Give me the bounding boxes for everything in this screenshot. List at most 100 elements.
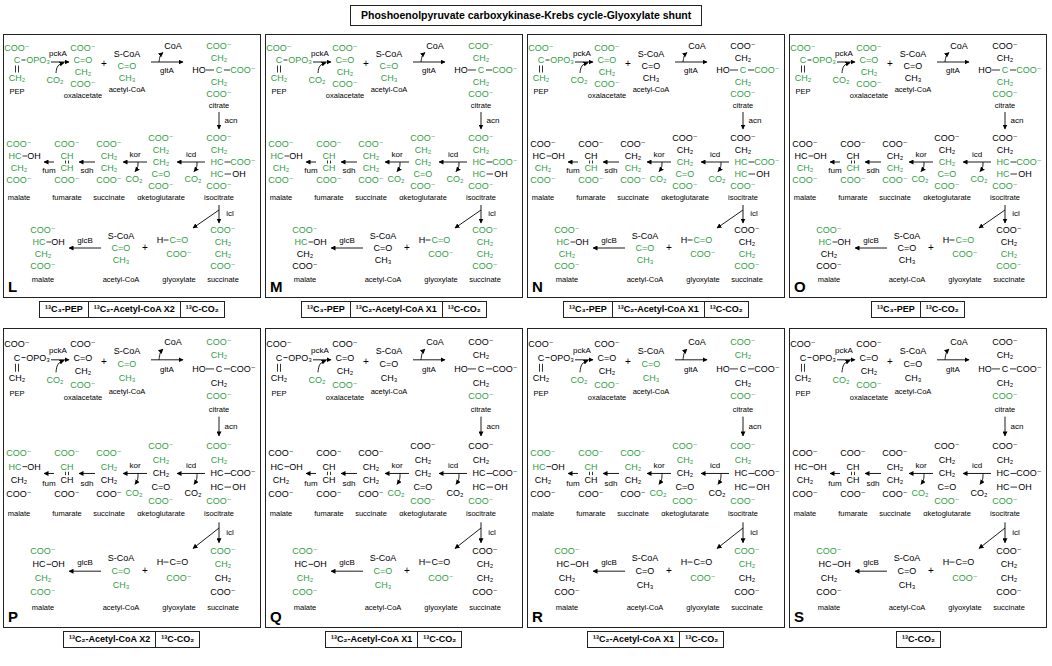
reaction-arrow [318, 361, 326, 373]
atom-label: CH₃ [643, 74, 660, 83]
compound-name: PEP [795, 390, 810, 398]
atom-label: CH [61, 462, 74, 471]
caption-cell: ¹³C₂-Acetyl-CoA X1 [350, 302, 442, 317]
atom-label: C [216, 364, 223, 373]
atom-label: CH₂ [415, 455, 432, 464]
atom-label: COO⁻ [148, 442, 173, 451]
compound-name: glyoxylate [686, 276, 719, 284]
atom-label: CH₂ [735, 378, 752, 387]
atom-label: C=O [898, 244, 917, 253]
compound-name: isocitrate [204, 511, 234, 519]
atom-label: COO⁻ [840, 489, 865, 498]
atom-label: COO⁻ [410, 182, 435, 191]
atom-label: COO⁻ [594, 80, 619, 89]
atom-label: CO₂ [47, 376, 64, 385]
atom-label: OH [27, 462, 41, 471]
atom-label: CH₂ [35, 250, 52, 259]
reaction-arrow [647, 162, 671, 163]
atom-label: COO⁻ [934, 442, 959, 451]
atom-label: COO⁻ [492, 469, 517, 478]
reaction-arrow [341, 473, 357, 474]
compound-name: malate [294, 604, 317, 612]
atom-label: COO⁻ [6, 140, 31, 149]
atom-label: COO⁻ [1016, 469, 1041, 478]
atom-label: COO⁻ [578, 489, 603, 498]
plus-sign: + [101, 357, 107, 367]
bond-line [23, 466, 28, 467]
atom-label: C [1002, 364, 1009, 373]
atom-label: COO⁻ [690, 250, 715, 259]
bond-line [47, 564, 52, 565]
atom-label: CH₂ [887, 164, 904, 173]
reaction-arrow [421, 349, 425, 360]
bond-line [225, 487, 232, 488]
reaction-arrow [980, 162, 983, 172]
atom-label: C=O [118, 360, 137, 369]
atom-label: CH₂ [677, 469, 694, 478]
atom-label: COO⁻ [148, 134, 173, 143]
enzyme-label: icl [750, 210, 758, 218]
atom-label: C=O [336, 56, 355, 65]
enzyme-label: sdh [867, 480, 880, 488]
enzyme-label: fum [42, 480, 55, 488]
reaction-arrow [921, 162, 924, 172]
atom-label: OPO₃ [288, 56, 312, 65]
atom-label: CH₂ [153, 455, 170, 464]
atom-label: COO⁻ [210, 226, 235, 235]
atom-label: CH [585, 164, 598, 173]
atom-label: CH₂ [477, 574, 494, 583]
atom-label: CH₂ [473, 146, 490, 155]
atom-label: CH [847, 476, 860, 485]
enzyme-label: icd [972, 151, 982, 159]
compound-name: fumarate [838, 194, 868, 202]
atom-label: COO⁻ [166, 574, 191, 583]
enzyme-label: acn [225, 423, 238, 431]
bond-line [68, 472, 69, 475]
atom-label: CH₂ [337, 367, 354, 376]
enzyme-label: sdh [81, 480, 94, 488]
atom-label: HC [295, 560, 308, 569]
atom-label: CO₂ [571, 376, 588, 385]
reaction-arrow [69, 571, 101, 572]
reaction-arrow [659, 473, 662, 484]
atom-label: CH₂ [997, 54, 1014, 63]
atom-label: CoA [950, 337, 968, 346]
reaction-arrow [865, 162, 881, 163]
atom-label: C [800, 353, 807, 362]
compound-name: acetyl-CoA [889, 276, 926, 284]
compound-name: fumarate [314, 511, 344, 519]
atom-label: CH₃ [119, 374, 136, 383]
atom-label: COO⁻ [554, 546, 579, 555]
atom-label: HC [735, 483, 748, 492]
compound-name: isocitrate [728, 194, 758, 202]
compound-name: succinate [469, 276, 501, 284]
enzyme-label: fum [828, 167, 841, 175]
caption-cell: ¹³C-CO₂ [417, 632, 461, 647]
compound-name: isocitrate [466, 194, 496, 202]
reaction-arrow [909, 473, 933, 474]
atom-label: CH₂ [997, 378, 1014, 387]
compound-name: malate [8, 194, 31, 202]
compound-name: fumarate [52, 511, 82, 519]
atom-label: CO₂ [388, 488, 405, 497]
enzyme-label: pckA [49, 50, 67, 58]
bond-line [804, 66, 805, 73]
atom-label: C=O [860, 56, 879, 65]
atom-label: COO⁻ [730, 42, 755, 51]
compound-name: citrate [471, 102, 491, 110]
reaction-arrow [937, 359, 969, 360]
reaction-arrow [79, 473, 95, 474]
atom-label: HC [735, 170, 748, 179]
atom-label: H [943, 558, 950, 567]
atom-label: CoA [688, 42, 706, 51]
compound-name: αketoglutarate [399, 511, 447, 519]
panel-letter: P [8, 609, 18, 624]
compound-name: succinate [207, 604, 239, 612]
atom-label: CH₂ [415, 469, 432, 478]
reaction-arrow [701, 473, 729, 474]
atom-label: COO⁻ [840, 449, 865, 458]
bond-line [801, 364, 802, 372]
atom-label: C=O [414, 170, 433, 179]
reaction-arrow [318, 63, 326, 73]
atom-label: CH₂ [101, 152, 118, 161]
